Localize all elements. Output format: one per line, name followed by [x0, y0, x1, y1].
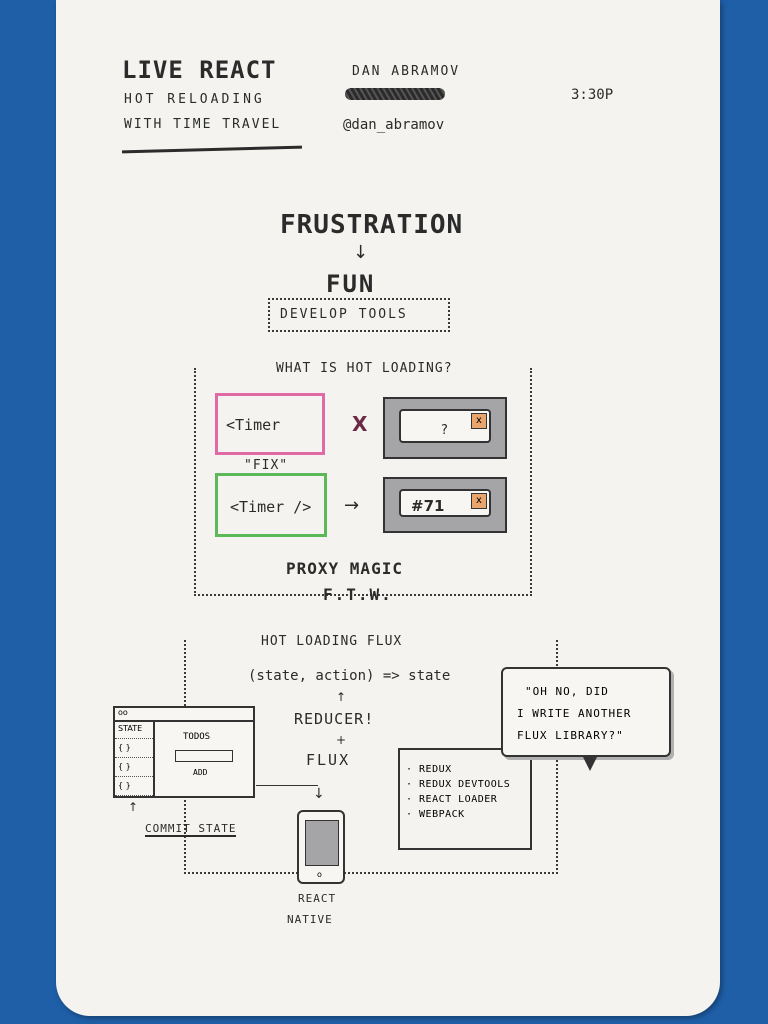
- speaker-name: DAN ABRAMOV: [352, 64, 461, 79]
- list-item: · REDUX: [406, 764, 452, 775]
- mobile-screen: [305, 820, 339, 866]
- develop-tools-label: DEVELOP TOOLS: [280, 307, 408, 322]
- title-hot-reloading: HOT RELOADING: [124, 92, 265, 107]
- frustration-heading: FRUSTRATION: [280, 210, 464, 240]
- state-sidebar: STATE { } { } { }: [115, 720, 155, 796]
- sidebar-item: { }: [115, 739, 153, 758]
- add-label: ADD: [193, 768, 208, 777]
- arrow-down-icon: ↓: [313, 786, 325, 802]
- hot-loading-title: WHAT IS HOT LOADING?: [272, 361, 457, 376]
- commit-state-label: COMMIT STATE: [145, 822, 237, 837]
- scribbled-out-text: [345, 88, 445, 100]
- reducer-signature: (state, action) => state: [248, 668, 451, 684]
- connector-line: [256, 785, 318, 786]
- arrow-up-icon: ↑: [336, 690, 347, 704]
- mobile-device-sketch: o: [297, 810, 345, 884]
- flux-label: FLUX: [306, 751, 351, 769]
- reducer-label: REDUCER!: [294, 710, 375, 728]
- fun-heading: FUN: [326, 270, 376, 298]
- home-button-icon: o: [317, 870, 322, 879]
- broken-app-window: ? x: [383, 397, 507, 459]
- arrow-down-icon: ↓: [353, 242, 369, 263]
- react-native-label-2: NATIVE: [287, 913, 333, 926]
- todo-app-window: oo STATE { } { } { } TODOS ADD: [113, 706, 255, 798]
- title-live-react: LIVE REACT: [122, 56, 277, 84]
- close-icon: x: [471, 493, 487, 509]
- quote-line: FLUX LIBRARY?": [517, 729, 624, 742]
- quote-speech-bubble: "OH NO, DID I WRITE ANOTHER FLUX LIBRARY…: [501, 667, 671, 757]
- timer-fixed-label: <Timer />: [230, 498, 312, 516]
- sidebar-item: STATE: [115, 720, 153, 739]
- fixed-app-window: #71 x: [383, 477, 507, 533]
- ftw-heading: F.T.W.: [323, 585, 393, 604]
- tools-list: · REDUX · REDUX DEVTOOLS · REACT LOADER …: [398, 748, 532, 850]
- fail-x-icon: X: [352, 412, 368, 436]
- timer-broken-label: <Timer: [226, 416, 281, 434]
- list-item: · REACT LOADER: [406, 794, 498, 805]
- plus-icon: +: [336, 733, 347, 747]
- unknown-state-label: ?: [441, 423, 448, 438]
- talk-time: 3:30P: [571, 87, 614, 103]
- proxy-magic-heading: PROXY MAGIC: [286, 559, 403, 578]
- todos-heading: TODOS: [183, 732, 211, 742]
- quote-line: "OH NO, DID: [525, 685, 609, 698]
- quote-line: I WRITE ANOTHER: [517, 707, 632, 720]
- close-icon: x: [471, 413, 487, 429]
- react-native-label-1: REACT: [298, 892, 337, 905]
- develop-tools-box: [268, 298, 450, 332]
- sidebar-item: { }: [115, 758, 153, 777]
- title-time-travel: WITH TIME TRAVEL: [124, 117, 282, 132]
- list-item: · WEBPACK: [406, 809, 465, 820]
- timer-broken-component: <Timer: [215, 393, 325, 455]
- twitter-handle: @dan_abramov: [343, 117, 445, 133]
- arrow-right-icon: →: [344, 495, 360, 516]
- speech-bubble-tail: [582, 755, 598, 771]
- fix-label: "FIX": [244, 458, 289, 473]
- todo-input-sketch: [175, 750, 233, 762]
- hot-loading-flux-title: HOT LOADING FLUX: [257, 634, 407, 649]
- timer-value: #71: [411, 497, 445, 515]
- sidebar-item: { }: [115, 777, 153, 796]
- hot-loading-section: [194, 368, 532, 596]
- timer-fixed-component: <Timer />: [215, 473, 327, 537]
- arrow-up-icon: ↑: [128, 800, 139, 814]
- window-titlebar: oo: [115, 708, 253, 722]
- list-item: · REDUX DEVTOOLS: [406, 779, 511, 790]
